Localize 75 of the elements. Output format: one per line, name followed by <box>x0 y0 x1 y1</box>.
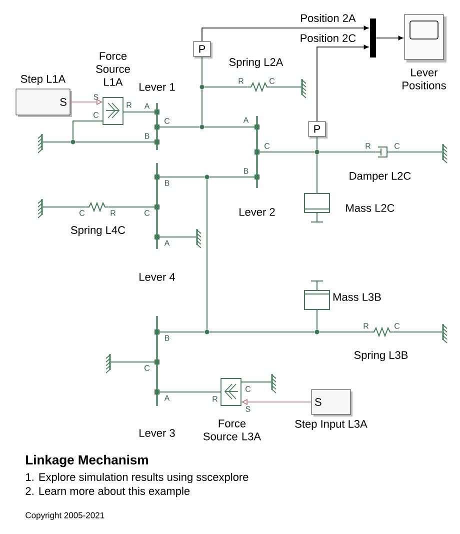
step-block: S <box>311 389 352 416</box>
note-text: 2. Learn more about this example <box>26 486 190 498</box>
connection-line <box>158 176 206 178</box>
connection-line <box>206 178 208 330</box>
port-label: B <box>244 168 248 174</box>
port-label: S <box>246 406 250 412</box>
note-text: 1. Explore simulation results using sscexplore <box>26 472 248 484</box>
connection-line <box>316 136 318 150</box>
port-label: A <box>243 117 249 123</box>
port-label: C <box>80 210 85 216</box>
port-label: R <box>212 396 218 402</box>
ground-symbol <box>442 324 448 344</box>
block-label: Lever 1 <box>140 83 175 91</box>
port-label: R <box>366 143 371 149</box>
edge-label: Position 2A <box>299 12 357 24</box>
port-label: B <box>165 180 170 186</box>
port-label: C <box>394 323 400 329</box>
block-label: Step Input L3A <box>295 420 368 430</box>
port-label: C <box>164 118 170 124</box>
block-label: Lever 2 <box>240 208 275 216</box>
block-label: Force Source L1A <box>96 52 130 86</box>
connection-line <box>72 120 104 140</box>
connection-line <box>316 310 318 330</box>
port-label: R <box>364 323 369 329</box>
sensor-block: P <box>193 41 212 58</box>
connection-line <box>158 236 197 238</box>
port-label: A <box>144 103 150 109</box>
connection-line <box>204 86 248 88</box>
connection-line <box>108 206 156 208</box>
ground-symbol <box>106 354 111 374</box>
port-label: A <box>164 395 170 401</box>
port-label: C <box>264 143 270 149</box>
ground-symbol <box>38 199 43 218</box>
ground-symbol <box>301 79 306 98</box>
port-label: R <box>110 210 116 216</box>
block-label: Step L1A <box>20 75 66 85</box>
port-label: C <box>144 210 150 216</box>
port-label: C <box>144 365 150 371</box>
connection-line <box>42 206 86 208</box>
signal-arrow <box>376 36 404 40</box>
block-label: Lever 4 <box>140 273 175 281</box>
port-label: B <box>145 133 150 139</box>
connection-line <box>158 126 200 128</box>
block-label: Lever 3 <box>140 429 175 437</box>
connection-line <box>208 176 256 178</box>
port-label: C <box>246 386 251 392</box>
ground-symbol <box>196 229 202 248</box>
port-label: R <box>126 102 132 108</box>
port-label: C <box>94 112 99 118</box>
port-label: A <box>164 240 170 246</box>
block-label: Spring L3B <box>354 350 408 362</box>
sensor-block: P <box>308 121 328 138</box>
block-label: Spring L2A <box>229 58 284 68</box>
ground-symbol <box>271 374 276 394</box>
connection-line <box>316 154 318 194</box>
block-label: Mass L3B <box>333 293 381 301</box>
connection-line <box>204 126 256 128</box>
block-label: Mass L2C <box>346 204 394 212</box>
signal-arrow <box>202 26 369 42</box>
ground-symbol <box>442 144 448 164</box>
block-label: Force Source L3A <box>203 420 261 440</box>
edge-label: Position 2C <box>298 32 358 44</box>
connection-line <box>270 86 302 88</box>
port-label: R <box>238 78 244 84</box>
block-label: Damper L2C <box>350 172 411 182</box>
port-label: C <box>394 143 400 149</box>
port-label: S <box>94 94 98 100</box>
title: Linkage Mechanism <box>26 454 148 468</box>
block-label: Lever Positions <box>402 68 446 90</box>
port-label: C <box>270 78 275 84</box>
port-label: B <box>165 335 170 341</box>
block-label: Spring L4C <box>70 226 126 236</box>
signal-arrow <box>316 44 369 122</box>
ground-symbol <box>38 134 43 154</box>
copyright-note: Copyright 2005-2021 <box>26 512 104 520</box>
